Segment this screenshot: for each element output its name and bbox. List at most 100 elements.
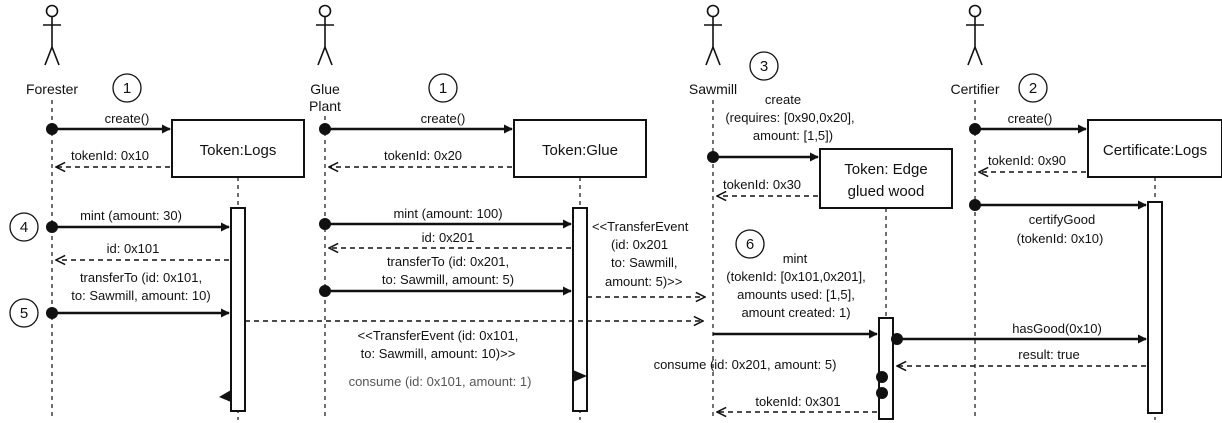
- consume-logs-label: consume (id: 0x101, amount: 1): [349, 374, 532, 389]
- message-certify-good: certifyGood (tokenId: 0x10): [969, 199, 1147, 246]
- message-transfer-glue: transferTo (id: 0x201, to: Sawmill, amou…: [319, 254, 572, 297]
- message-create-token-edge: create (requires: [0x90,0x20], amount: […: [707, 92, 855, 163]
- message-return-tokenid-0x30: tokenId: 0x30: [717, 177, 818, 196]
- message-label-line-1: create: [765, 92, 801, 107]
- message-has-good: hasGood(0x10): [891, 321, 1147, 345]
- activation-token-glue: [572, 207, 588, 412]
- message-label-line-1: <<TransferEvent: [592, 219, 689, 234]
- message-return-tokenid-0x10: tokenId: 0x10: [56, 148, 170, 167]
- message-label: tokenId: 0x20: [384, 148, 462, 163]
- activation-token-edge: [878, 317, 894, 420]
- message-return-id-0x201: id: 0x201: [329, 230, 571, 248]
- step-marker-6: 6: [735, 229, 765, 259]
- object-label-line-1: Token: Edge: [844, 161, 927, 178]
- self-call-marker: [573, 370, 587, 382]
- message-label: tokenId: 0x301: [755, 394, 840, 409]
- step-marker-2: 2: [1018, 73, 1048, 103]
- message-create-certificate: create(): [969, 111, 1087, 135]
- message-mint-edge: mint (tokenId: [0x101,0x201], amounts us…: [713, 251, 878, 339]
- message-label: tokenId: 0x90: [988, 153, 1066, 168]
- message-transfer-event-glue: <<TransferEvent (id: 0x201 to: Sawmill, …: [587, 219, 705, 297]
- message-return-id-0x101: id: 0x101: [56, 241, 229, 260]
- step-number: 4: [20, 219, 28, 236]
- activation-certificate-logs: [1147, 201, 1163, 414]
- message-return-tokenid-0x20: tokenId: 0x20: [329, 148, 512, 167]
- actor-label-line-1: Glue: [310, 81, 340, 97]
- activation-token-logs: [230, 207, 246, 412]
- message-label: create(): [1008, 111, 1053, 126]
- message-create-token-glue: create(): [319, 111, 513, 135]
- message-label-line-1: certifyGood: [1029, 212, 1095, 227]
- message-label: create(): [421, 111, 466, 126]
- stick-figure-icon: [966, 4, 984, 66]
- message-label-line-4: amount: 5)>>: [605, 274, 682, 289]
- step-number: 3: [760, 58, 768, 75]
- step-number: 5: [20, 305, 28, 322]
- message-label-line-2: to: Sawmill, amount: 5): [382, 272, 514, 287]
- message-label-line-1: mint: [783, 251, 808, 266]
- message-label-line-2: (tokenId: [0x101,0x201],: [726, 269, 865, 284]
- message-label: create(): [105, 111, 150, 126]
- step-marker-4: 4: [9, 212, 39, 242]
- message-return-tokenid-0x301: tokenId: 0x301: [717, 394, 877, 412]
- message-label-line-2: to: Sawmill, amount: 10)>>: [361, 346, 516, 361]
- message-label-line-3: amounts used: [1,5],: [737, 287, 855, 302]
- consume-glue-label: consume (id: 0x201, amount: 5): [654, 357, 837, 372]
- message-label-line-2: (id: 0x201: [611, 237, 668, 252]
- step-number: 6: [746, 236, 754, 253]
- message-label-line-1: transferTo (id: 0x101,: [80, 270, 202, 285]
- message-label: result: true: [1018, 347, 1079, 362]
- stick-figure-icon: [316, 4, 334, 66]
- message-transfer-event-logs: <<TransferEvent (id: 0x101, to: Sawmill,…: [245, 321, 703, 361]
- actor-label: Certifier: [950, 81, 999, 97]
- stick-figure-icon: [43, 4, 61, 66]
- step-number: 2: [1029, 80, 1037, 97]
- actor-glue-plant: Glue Plant: [309, 4, 341, 114]
- actor-label: Forester: [26, 81, 78, 97]
- step-marker-1: 1: [428, 73, 458, 103]
- step-marker-1: 1: [112, 73, 142, 103]
- message-label: id: 0x101: [107, 241, 160, 256]
- object-token-logs: Token:Logs: [171, 119, 305, 178]
- message-label-line-3: amount: [1,5]): [753, 128, 833, 143]
- object-token-edge-glued-wood: Token: Edge glued wood: [819, 148, 953, 209]
- consume-logs-dot: [876, 387, 888, 399]
- consume-glue-dot: [876, 371, 888, 383]
- message-label-line-3: to: Sawmill,: [611, 255, 677, 270]
- actor-sawmill: Sawmill: [689, 4, 737, 97]
- message-label: mint (amount: 100): [393, 206, 502, 221]
- message-transfer-logs: transferTo (id: 0x101, to: Sawmill, amou…: [46, 270, 230, 319]
- object-label-line-2: glued wood: [848, 183, 925, 200]
- object-label: Token:Logs: [200, 142, 277, 159]
- message-label: hasGood(0x10): [1012, 321, 1102, 336]
- object-certificate-logs: Certificate:Logs: [1087, 119, 1222, 178]
- message-label-line-2: (requires: [0x90,0x20],: [725, 110, 854, 125]
- step-number: 1: [439, 80, 447, 97]
- step-marker-3: 3: [749, 51, 779, 81]
- message-label: id: 0x201: [422, 230, 475, 245]
- message-label-line-4: amount created: 1): [741, 305, 850, 320]
- actor-label: Sawmill: [689, 81, 737, 97]
- message-label: mint (amount: 30): [80, 208, 182, 223]
- object-label: Token:Glue: [542, 142, 618, 159]
- message-label: tokenId: 0x30: [723, 177, 801, 192]
- message-label-line-2: (tokenId: 0x10): [1017, 231, 1104, 246]
- stick-figure-icon: [704, 4, 722, 66]
- message-mint-logs: mint (amount: 30): [46, 208, 230, 233]
- object-label: Certificate:Logs: [1103, 142, 1207, 159]
- actor-label-line-2: Plant: [309, 98, 341, 114]
- message-create-token-logs: create(): [46, 111, 171, 135]
- step-marker-5: 5: [9, 298, 39, 328]
- message-label: tokenId: 0x10: [71, 148, 149, 163]
- actor-certifier: Certifier: [950, 4, 1000, 97]
- step-number: 1: [123, 80, 131, 97]
- object-token-glue: Token:Glue: [513, 119, 647, 178]
- message-label-line-2: to: Sawmill, amount: 10): [71, 288, 210, 303]
- message-mint-glue: mint (amount: 100): [319, 206, 572, 230]
- message-label-line-1: transferTo (id: 0x201,: [387, 254, 509, 269]
- message-label-line-1: <<TransferEvent (id: 0x101,: [358, 328, 519, 343]
- message-return-tokenid-0x90: tokenId: 0x90: [979, 153, 1086, 172]
- message-return-result-true: result: true: [897, 347, 1146, 366]
- actor-forester: Forester: [26, 4, 78, 97]
